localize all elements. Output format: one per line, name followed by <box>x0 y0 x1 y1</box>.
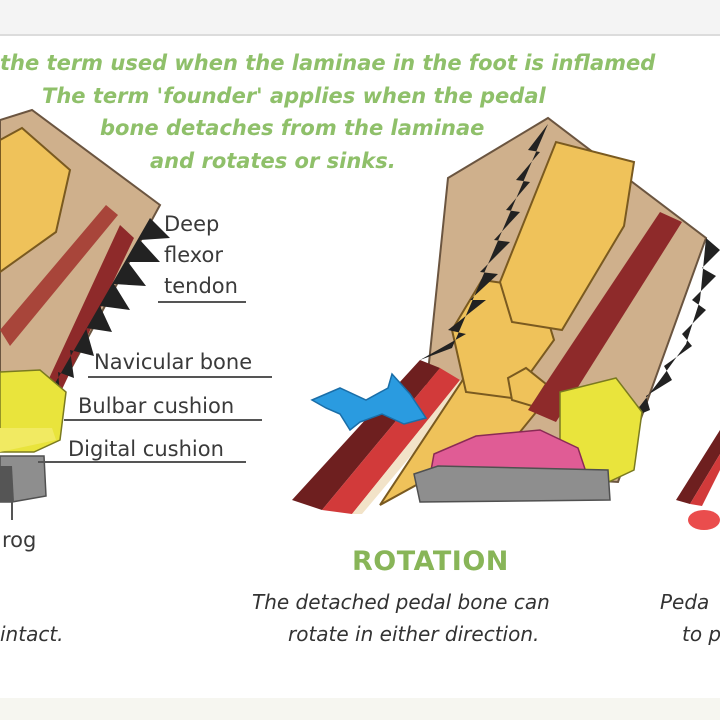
label-leader-lines <box>11 301 272 520</box>
intro-line-4: and rotates or sinks. <box>150 149 396 173</box>
right-hoof-illustration <box>676 430 720 530</box>
left-digital-cushion <box>0 428 56 452</box>
top-divider <box>0 34 720 36</box>
rotation-caption-line-1: The detached pedal bone can <box>252 590 550 614</box>
left-caption-fragment: intact. <box>0 622 64 646</box>
label-tendon: tendon <box>164 274 238 298</box>
rotation-hoof-illustration <box>292 116 720 514</box>
intro-line-1: the term used when the laminae in the fo… <box>0 51 656 75</box>
rotation-sole <box>413 465 611 503</box>
left-hoof-illustration <box>0 108 170 503</box>
left-hair-fringe <box>50 218 170 394</box>
label-bulbar-cushion: Bulbar cushion <box>78 394 235 418</box>
rotation-title: ROTATION <box>352 546 509 577</box>
label-digital-cushion: Digital cushion <box>68 437 224 461</box>
intro-line-3: bone detaches from the laminae <box>100 116 485 140</box>
rotation-long-pastern-bone <box>498 140 636 332</box>
left-frog-dark <box>0 466 14 502</box>
right-caption-line-1: Peda <box>660 590 710 614</box>
bottom-band <box>0 698 720 720</box>
rotation-laminae-red <box>322 368 460 514</box>
right-blood-pool <box>688 510 720 530</box>
rotation-toe-wall-inner <box>352 380 468 514</box>
rotation-caption-line-2: rotate in either direction. <box>288 622 540 646</box>
label-navicular-bone: Navicular bone <box>94 350 253 374</box>
left-coffin-bone <box>0 126 72 274</box>
rotation-hair-fringe-right <box>626 238 720 420</box>
label-flexor: flexor <box>164 243 224 267</box>
intro-line-2: The term 'founder' applies when the peda… <box>42 84 546 108</box>
rotation-deep-flexor-tendon <box>528 212 682 422</box>
rotation-hair-fringe-left <box>420 124 548 360</box>
right-laminae-red <box>690 454 720 506</box>
left-tendon-band <box>0 205 118 346</box>
left-deep-flexor-tendon <box>40 225 134 402</box>
label-frog: rog <box>2 528 37 552</box>
label-deep: Deep <box>164 212 220 236</box>
top-bar <box>0 0 720 34</box>
rotation-arrow-icon <box>310 372 428 432</box>
right-caption-line-2: to p <box>682 622 720 646</box>
right-toe-wall <box>676 430 720 504</box>
